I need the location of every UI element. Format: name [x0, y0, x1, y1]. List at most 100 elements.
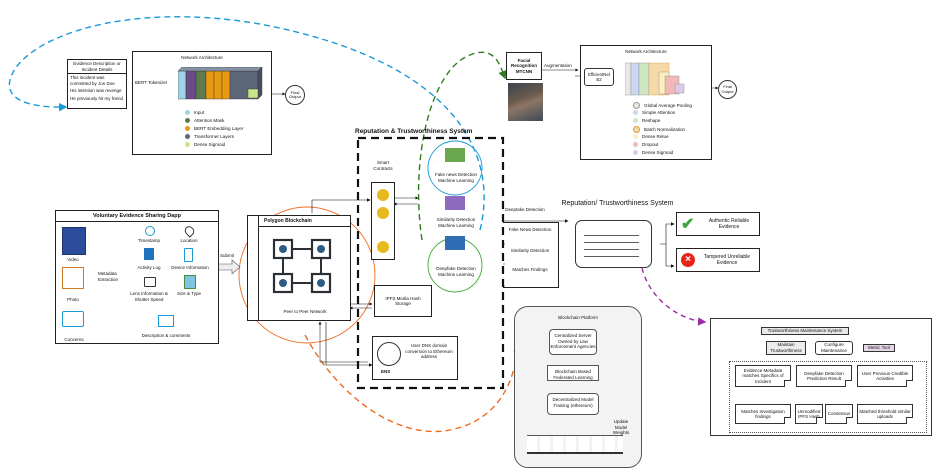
ethereum-icon	[377, 342, 401, 366]
fake-news-ml-label: Fake news Detection Machine Learning	[434, 172, 478, 183]
tampered-evidence-box: × Tampered Unreliable Evidence	[676, 248, 760, 272]
federated-learning-box: Blockchain Based Federated Learning	[547, 365, 599, 381]
facial-recognition-box: Facial Recognition MTCNN	[506, 52, 542, 80]
augmentation-label: Augmentation	[544, 63, 572, 68]
img-legend-5: Dropout	[633, 142, 658, 147]
green-dashed-curve	[417, 51, 507, 241]
maintenance-panel: Trustworthiness Maintenance System Maint…	[710, 318, 932, 436]
finding-similarity: Similarity Detection	[510, 248, 550, 253]
dapp-title: Voluntary Evidence Sharing Dapp	[56, 211, 218, 222]
contract-icon-2	[377, 207, 389, 219]
user-previous-doc: User Previous Credible Activities	[857, 365, 913, 387]
checklist-icon	[584, 229, 639, 259]
bert-tokenizer-label: BERT Tokenizer	[135, 80, 168, 85]
input-photo: Photo	[67, 297, 79, 302]
deepfake-ml-icon	[445, 236, 465, 250]
meta-activity-log: Activity Log	[137, 265, 161, 270]
concerns-icon	[62, 311, 84, 327]
peer-network-label: Peer to Peer Network	[283, 309, 327, 314]
authentic-evidence-box: ✔ Authentic Reliable Evidence	[676, 212, 760, 236]
evidence-line-3: He previously hit my friend	[70, 95, 124, 101]
reputation-system-title: Reputation & Trustworthiness System	[355, 128, 473, 135]
efficientnet-box: EfficientNet B2	[584, 68, 614, 86]
configure-maintenance-box: Configure Maintenance	[815, 341, 853, 355]
activity-log-icon	[144, 248, 154, 260]
finding-matches: Matches Findings	[512, 267, 548, 272]
dapp-box: Voluntary Evidence Sharing Dapp Video Ph…	[55, 210, 219, 344]
file-size-icon	[184, 275, 196, 289]
smart-contracts-box	[371, 182, 395, 260]
img-legend-6: Dense Sigmoid	[633, 150, 673, 155]
video-icon	[62, 227, 86, 255]
image-network-box: Network Architecture EfficientNet B2 Glo…	[580, 45, 712, 160]
evidence-line-1: This incident was committed by Jon Doe	[70, 75, 115, 86]
meta-description: Description & comments	[141, 333, 191, 338]
meta-device-info: Device Information	[171, 265, 209, 270]
img-legend-2: Reshape	[633, 118, 660, 123]
criteria-group	[729, 361, 927, 433]
fake-news-circle	[427, 140, 483, 196]
checklist-box	[575, 220, 652, 268]
similarity-ml-label: Similarity Detection Machine Learning	[436, 217, 476, 228]
metadata-extraction-label: Metadata Extraction	[98, 271, 119, 282]
bert-legend-input: Input	[185, 110, 204, 115]
meta-location: Location	[180, 238, 198, 243]
img-legend-3: Batch Normalization	[633, 126, 685, 133]
meta-lens-info: Lens Information & Shutter Speed	[130, 291, 168, 302]
matches-investigation-doc: Matches Investigation findings	[735, 404, 791, 424]
check-icon: ✔	[681, 216, 695, 233]
blockchain-highlight-circle	[238, 206, 376, 344]
bert-network-box: Network Architecture BERT Tokenizer Inpu…	[132, 51, 272, 155]
fake-news-ml-icon	[445, 148, 465, 162]
bert-legend-dense: Dense Sigmoid	[185, 142, 225, 147]
evidence-description-box: Evidence Description or Incident Details…	[67, 59, 127, 109]
photo-icon	[62, 267, 84, 289]
consensus-doc: Consensus	[825, 404, 853, 424]
input-video: Video	[67, 257, 79, 262]
contract-icon-1	[377, 189, 389, 201]
peer-network-icon	[272, 238, 332, 294]
maintenance-title: Trustworthiness Maintenance System	[761, 327, 849, 335]
finding-deepfake: Deeptake Detection	[505, 207, 545, 212]
evidence-meta-doc: Evidence Metadata matches Specifics of I…	[735, 365, 791, 387]
ens-box: ENS User DNS domain conversion to Ethere…	[372, 336, 458, 380]
ipfs-box: IPFS Media Hash Storage	[374, 285, 432, 317]
camera-icon	[144, 277, 156, 287]
deepfake-result-doc: Deepfake Detection Prediction Result	[796, 365, 852, 387]
similarity-ml-icon	[445, 196, 465, 210]
ens-label: ENS	[381, 369, 391, 374]
error-icon: ×	[681, 253, 695, 267]
blockchain-platform-box: Blockchain Platform Centralized Server O…	[514, 306, 642, 468]
location-icon	[182, 224, 197, 238]
bert-final-output: Final Output	[285, 85, 305, 105]
unmodified-ipfs-doc: Unmodified IPFS Hash	[795, 404, 823, 424]
img-legend-1: Simple Attention	[633, 110, 675, 115]
img-legend-4: Dense Relue	[633, 134, 669, 139]
image-layer-stack	[625, 62, 685, 96]
tampered-label: Tampered Unreliable Evidence	[703, 254, 751, 266]
rep-trust-title: Reputation/ Trustworthiness System	[561, 200, 674, 207]
authentic-label: Authentic Reliable Evidence	[708, 218, 750, 230]
decentralized-training-box: Decentralized Model Training (ethereum)	[547, 393, 599, 415]
ens-description: User DNS domain conversion to Ethereum a…	[405, 343, 453, 359]
evidence-description-title: Evidence Description or Incident Details	[68, 60, 126, 74]
image-network-title: Network Architecture	[625, 49, 667, 54]
orange-dashed-curve	[304, 334, 522, 433]
polygon-blockchain-box: Polygon Blockchain Peer to Peer Network	[247, 215, 351, 321]
img-legend-0: Global Average Pooling	[633, 102, 692, 109]
node-devices	[527, 435, 623, 454]
blue-dashed-loop	[8, 16, 485, 231]
update-weights-label: Update Model Weights	[612, 419, 630, 435]
device-icon	[184, 248, 193, 262]
meta-timestamp: Timestamp	[137, 238, 161, 243]
matched-threshold-doc: Matched threshold similar uploads	[857, 404, 913, 424]
reputation-system-boundary	[356, 136, 505, 390]
input-concerns: Concerns	[64, 337, 84, 342]
envelope-icon	[158, 315, 174, 327]
submit-label: Submit	[220, 253, 235, 258]
metric-tool-button[interactable]: Metric Tool	[863, 344, 895, 352]
polygon-blockchain-title: Polygon Blockchain	[264, 218, 312, 224]
bert-legend-attention: Attention Mask	[185, 118, 224, 123]
bert-legend-embedding: BERT Embedding Layer	[185, 126, 243, 131]
central-server-box: Centralized Server Owned by Law Enforcem…	[549, 329, 597, 355]
